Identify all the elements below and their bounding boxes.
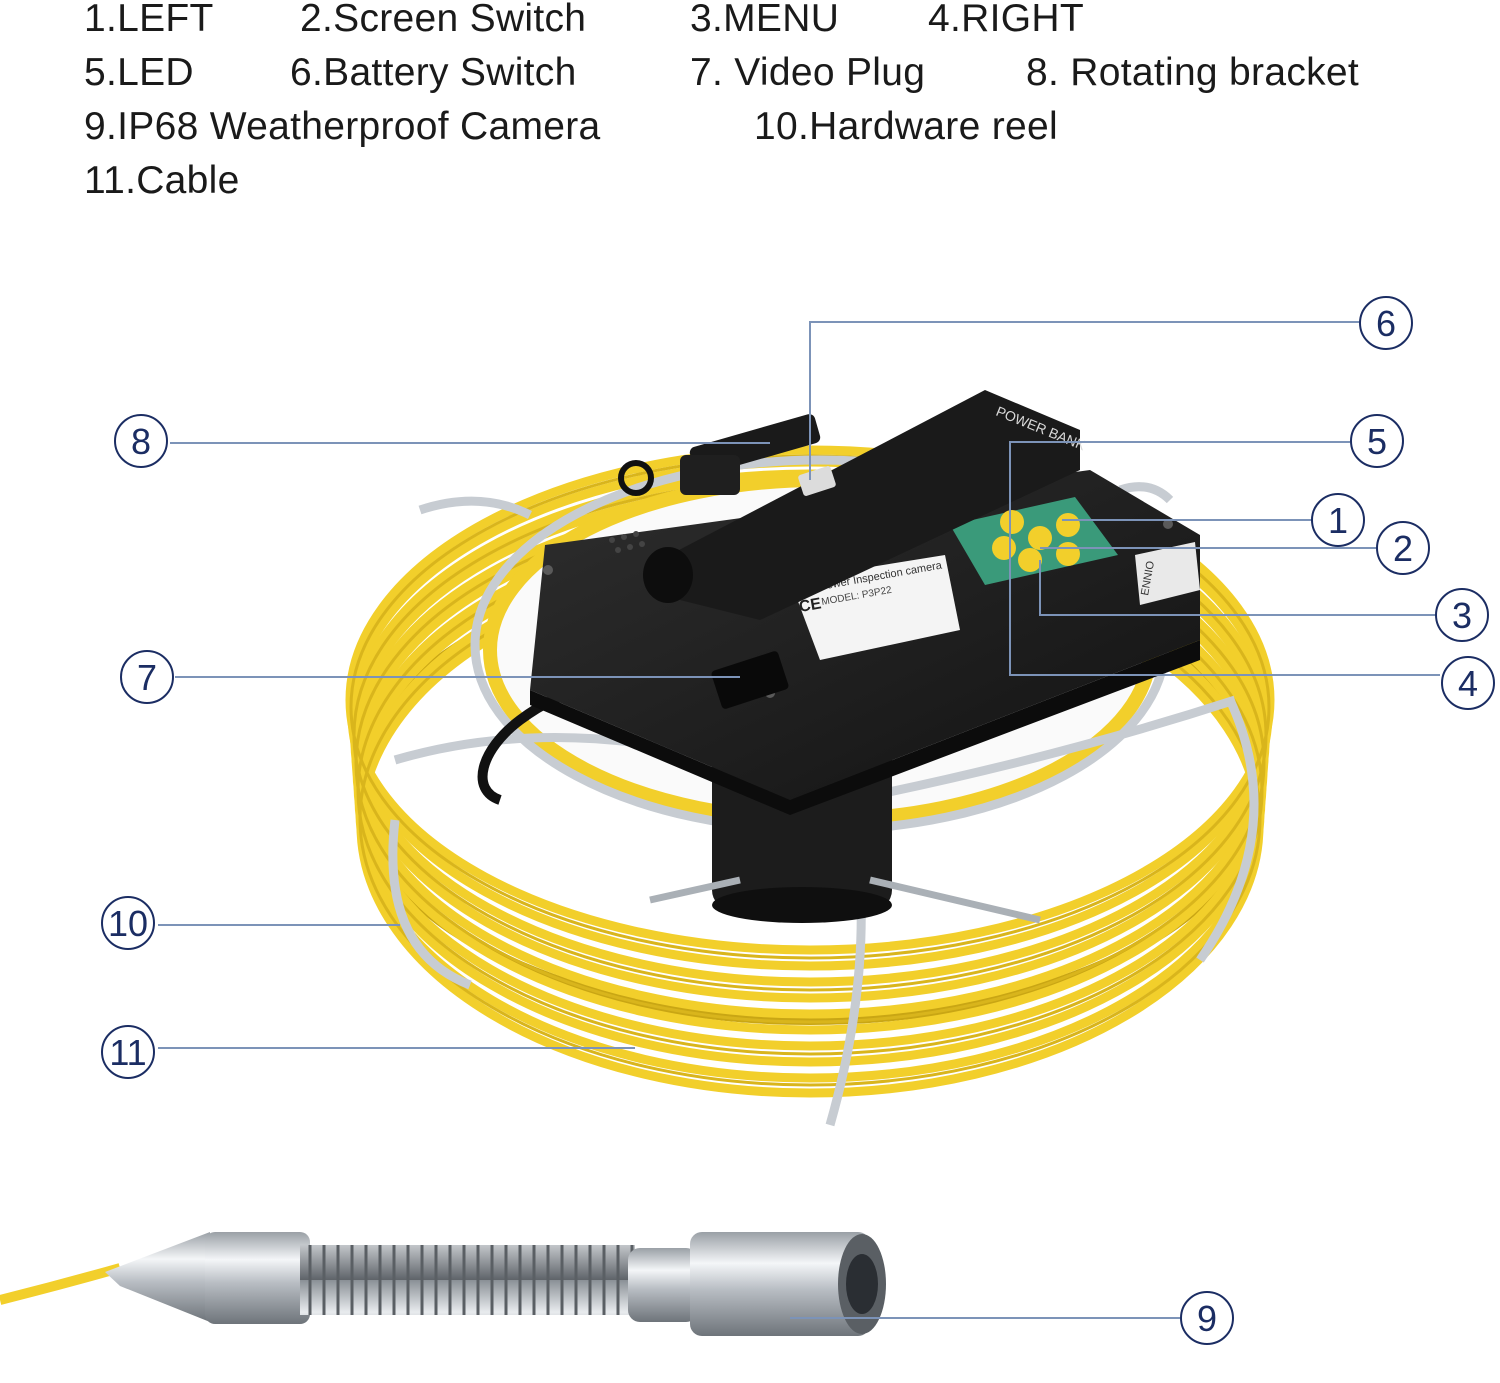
svg-text:6: 6 [1376, 303, 1396, 344]
speaker-grille [609, 531, 645, 553]
rotating-bracket [618, 414, 821, 496]
camera-probe [0, 1232, 886, 1336]
callout-10 [101, 896, 155, 950]
svg-text:7: 7 [137, 657, 157, 698]
svg-text:CE: CE [798, 595, 823, 616]
side-label: ENNIO [1135, 542, 1200, 605]
svg-text:5: 5 [1367, 421, 1387, 462]
led-button[interactable] [1000, 510, 1024, 534]
legend-item-camera: 9.IP68 Weatherproof Camera [84, 105, 601, 148]
callout-8 [114, 414, 168, 468]
legend-item-right: 4.RIGHT [928, 0, 1084, 40]
legend-row-4: 11.Cable [84, 159, 384, 205]
svg-text:10: 10 [108, 903, 148, 944]
svg-text:9: 9 [1197, 1298, 1217, 1339]
callout-2 [1376, 521, 1430, 575]
menu-button[interactable] [1018, 548, 1042, 572]
callout-4 [1441, 656, 1495, 710]
legend-row-3: 9.IP68 Weatherproof Camera 10.Hardware r… [84, 105, 1114, 151]
legend-item-menu: 3.MENU [690, 0, 840, 40]
callout-numbers: 6 8 5 1 2 3 4 7 10 11 9 [108, 303, 1478, 1339]
svg-text:3: 3 [1452, 595, 1472, 636]
legend-row-2: 5.LED 6.Battery Switch 7. Video Plug 8. … [84, 51, 1414, 97]
svg-text:4: 4 [1458, 663, 1478, 704]
legend-item-cable: 11.Cable [84, 159, 240, 202]
video-plug-port [711, 651, 789, 709]
legend-row-1: 1.LEFT 2.Screen Switch 3.MENU 4.RIGHT [84, 0, 1184, 43]
callout-9 [1180, 1291, 1234, 1345]
callout-11 [101, 1025, 155, 1079]
callouts [101, 296, 1495, 1345]
callout-3 [1435, 588, 1489, 642]
svg-text:8: 8 [131, 421, 151, 462]
screen-switch-button[interactable] [1028, 526, 1052, 550]
legend-item-battery-switch: 6.Battery Switch [290, 51, 577, 94]
svg-text:1: 1 [1328, 500, 1348, 541]
battery-switch[interactable] [797, 465, 836, 496]
right-button[interactable] [992, 536, 1016, 560]
callout-7 [120, 650, 174, 704]
callout-6 [1359, 296, 1413, 350]
legend-item-hardware-reel: 10.Hardware reel [754, 105, 1058, 148]
legend-item-screen-switch: 2.Screen Switch [300, 0, 587, 40]
svg-text:2: 2 [1393, 528, 1413, 569]
power-button[interactable] [1056, 542, 1080, 566]
legend-item-video-plug: 7. Video Plug [690, 51, 926, 94]
legend-item-led: 5.LED [84, 51, 194, 94]
legend-item-left: 1.LEFT [84, 0, 214, 40]
legend-item-rotating-bracket: 8. Rotating bracket [1026, 51, 1360, 94]
callout-1 [1311, 493, 1365, 547]
svg-text:11: 11 [109, 1032, 146, 1073]
left-button[interactable] [1056, 513, 1080, 537]
leader-lines [158, 321, 1440, 1319]
callout-5 [1350, 414, 1404, 468]
